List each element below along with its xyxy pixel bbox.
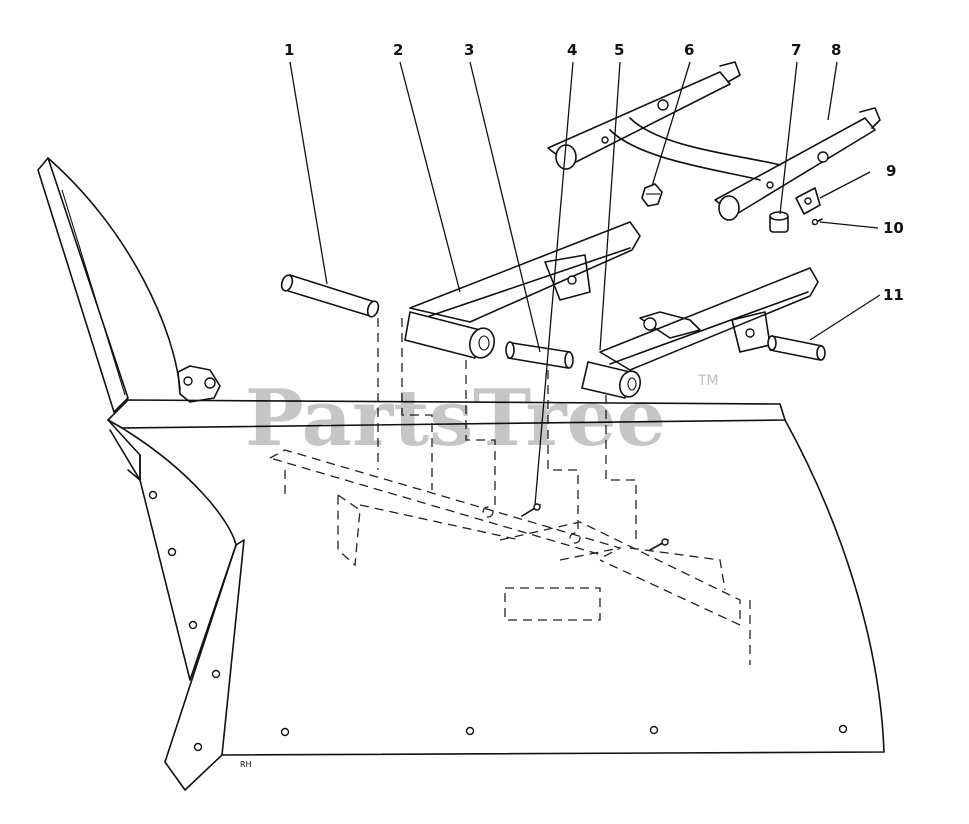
part-4-cotter-pin — [521, 503, 541, 517]
hidden-mount-frame — [268, 318, 751, 665]
side-deflector — [37, 157, 221, 413]
part-8-frame — [547, 61, 881, 221]
callout-2: 2 — [393, 41, 403, 59]
cotter-pin-right — [649, 538, 669, 551]
svg-text:RH: RH — [240, 760, 252, 769]
callout-1: 1 — [284, 41, 294, 59]
part-3-pin — [505, 341, 574, 369]
watermark-text: PartsTree — [245, 373, 666, 464]
callout-10: 10 — [883, 219, 904, 237]
part-6-nut — [641, 183, 663, 207]
leader-lines — [289, 61, 881, 506]
callout-labels: 1 2 3 4 5 6 7 8 9 10 11 — [284, 41, 904, 304]
callout-11: 11 — [883, 286, 904, 304]
callout-9: 9 — [886, 162, 896, 180]
callout-6: 6 — [684, 41, 694, 59]
plow-blade: RH — [107, 399, 885, 791]
callout-7: 7 — [791, 41, 801, 59]
callout-8: 8 — [831, 41, 841, 59]
partstree-watermark: PartsTree TM — [245, 373, 719, 464]
part-5-push-arm — [581, 267, 819, 399]
part-9-plate — [795, 187, 821, 215]
callout-4: 4 — [567, 41, 577, 59]
callout-3: 3 — [464, 41, 474, 59]
part-11-pin — [767, 335, 826, 361]
part-2-push-arm — [404, 221, 641, 359]
part-1-pin — [280, 274, 380, 318]
callout-5: 5 — [614, 41, 624, 59]
part-7-bushing — [769, 211, 789, 233]
watermark-trademark: TM — [697, 373, 719, 389]
part-10-screw — [811, 218, 823, 226]
